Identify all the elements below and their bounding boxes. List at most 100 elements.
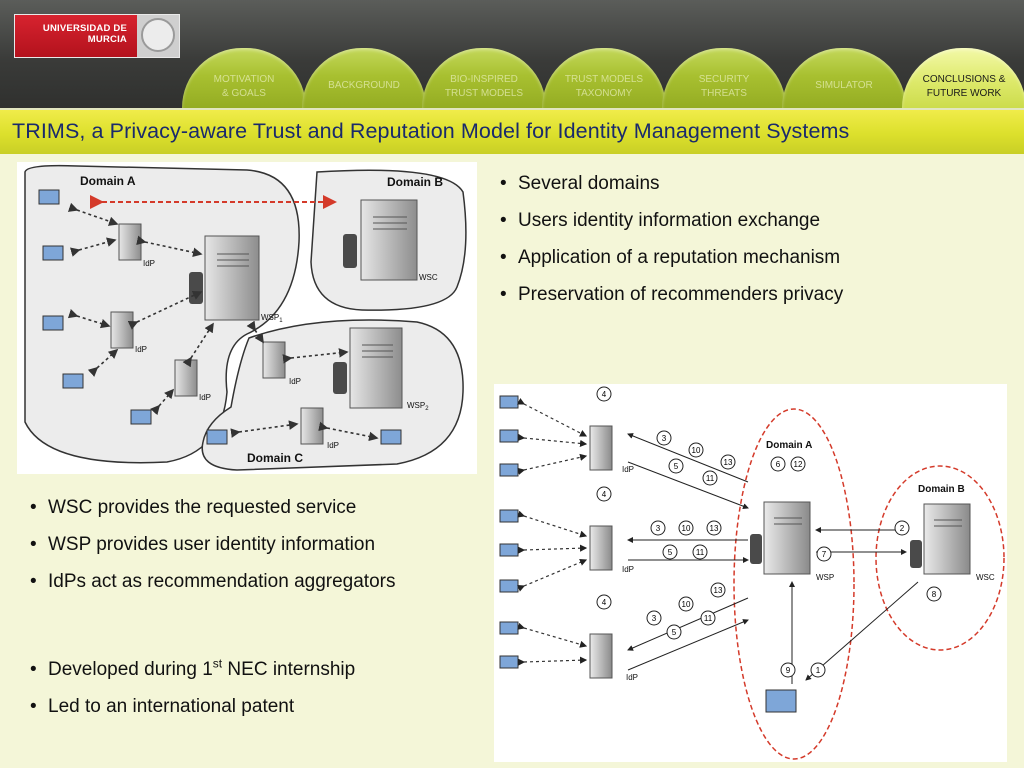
tab-simulator[interactable]: SIMULATOR [782, 48, 906, 110]
step-11-badge: 11 [692, 544, 708, 560]
domain-c-label: Domain C [247, 451, 303, 465]
list-item: Users identity information exchange [500, 202, 843, 239]
tab-label-line1: CONCLUSIONS & [922, 74, 1006, 85]
step-5-badge: 5 [668, 458, 684, 474]
step-4-badge: 4 [596, 594, 612, 610]
title-band: TRIMS, a Privacy-aware Trust and Reputat… [0, 108, 1024, 154]
wsp-label: WSP [816, 573, 834, 582]
tab-label-line2: & GOALS [222, 88, 266, 99]
wsp2-label: WSP2 [407, 401, 429, 412]
svg-text:1: 1 [816, 666, 821, 675]
tab-security-threats[interactable]: SECURITY THREATS [662, 48, 786, 110]
outcomes-list: Developed during 1st NEC internship Led … [30, 651, 355, 725]
step-9-badge: 9 [780, 662, 796, 678]
step-3-badge: 3 [656, 430, 672, 446]
step-10-badge: 10 [678, 596, 694, 612]
internship-text: Developed during 1 [48, 659, 213, 680]
logo-line2: MURCIA [87, 34, 127, 45]
user-laptop-icon [499, 395, 797, 713]
svg-text:13: 13 [724, 458, 733, 467]
svg-text:5: 5 [674, 462, 679, 471]
idp-server-icon [589, 425, 613, 679]
svg-text:3: 3 [656, 524, 661, 533]
svg-text:6: 6 [776, 460, 781, 469]
roles-list: WSC provides the requested service WSP p… [30, 489, 395, 600]
domain-b-label: Domain B [387, 175, 443, 189]
wsc-label: WSC [976, 573, 995, 582]
section-nav: MOTIVATION & GOALS BACKGROUND BIO-INSPIRE… [180, 48, 1024, 110]
tab-conclusions-future-work[interactable]: CONCLUSIONS & FUTURE WORK [902, 48, 1024, 110]
list-item: WSP provides user identity information [30, 526, 395, 563]
link-arrows [67, 202, 379, 442]
logo-line1: UNIVERSIDAD DE [42, 23, 127, 34]
tab-label-line2: TAXONOMY [575, 88, 633, 99]
tab-background[interactable]: BACKGROUND [302, 48, 426, 110]
step-8-badge: 8 [926, 586, 942, 602]
tab-bio-inspired-trust-models[interactable]: BIO-INSPIRED TRUST MODELS [422, 48, 546, 110]
list-item: Led to an international patent [30, 688, 355, 725]
tab-label-line2: THREATS [701, 88, 747, 99]
step-11-badge: 11 [700, 610, 716, 626]
list-item: IdPs act as recommendation aggregators [30, 563, 395, 600]
idp-label: IdP [289, 377, 301, 386]
svg-text:5: 5 [668, 548, 673, 557]
step-1-badge: 1 [810, 662, 826, 678]
tab-label-line2: TRUST MODELS [444, 88, 524, 99]
wsp1-label: WSP1 [261, 313, 283, 324]
idp-label: IdP [626, 673, 638, 682]
list-item: Several domains [500, 165, 843, 202]
svg-text:3: 3 [662, 434, 667, 443]
tab-motivation-goals[interactable]: MOTIVATION & GOALS [182, 48, 306, 110]
svg-text:10: 10 [682, 600, 691, 609]
ordinal-suffix: st [212, 656, 223, 671]
step-3-badge: 3 [646, 610, 662, 626]
step-2-badge: 2 [894, 520, 910, 536]
svg-text:13: 13 [710, 524, 719, 533]
svg-text:3: 3 [652, 614, 657, 623]
wsc-server-icon [910, 503, 971, 575]
step-5-badge: 5 [662, 544, 678, 560]
list-item: Preservation of recommenders privacy [500, 276, 843, 313]
internship-text-suffix: NEC internship [222, 659, 356, 680]
slide-title: TRIMS, a Privacy-aware Trust and Reputat… [12, 119, 850, 143]
svg-text:4: 4 [602, 490, 607, 499]
tab-label-line1: SIMULATOR [815, 80, 873, 91]
svg-text:2: 2 [900, 524, 905, 533]
tab-label-line1: MOTIVATION [213, 74, 275, 85]
svg-text:4: 4 [602, 598, 607, 607]
university-seal-icon [141, 18, 175, 52]
svg-text:4: 4 [602, 390, 607, 399]
idp-label: IdP [199, 393, 211, 402]
svg-text:7: 7 [822, 550, 827, 559]
protocol-flow-diagram: Domain A Domain B WSP WSC IdP IdP IdP [494, 384, 1007, 762]
step-13-badge: 13 [710, 582, 726, 598]
step-10-badge: 10 [678, 520, 694, 536]
svg-text:13: 13 [714, 586, 723, 595]
header-bar: UNIVERSIDAD DE MURCIA MOTIVATION & GOALS … [0, 0, 1024, 110]
svg-text:11: 11 [696, 548, 705, 557]
idp-label: IdP [327, 441, 339, 450]
domain-a-label: Domain A [80, 174, 136, 188]
list-item: WSC provides the requested service [30, 489, 395, 526]
tab-label-line1: SECURITY [698, 74, 750, 85]
message-arrows [627, 433, 919, 684]
list-item: Application of a reputation mechanism [500, 239, 843, 276]
tab-label-line1: BIO-INSPIRED [450, 74, 518, 85]
svg-text:8: 8 [932, 590, 937, 599]
features-list: Several domains Users identity informati… [500, 165, 843, 313]
svg-text:9: 9 [786, 666, 791, 675]
step-7-badge: 7 [816, 546, 832, 562]
domain-a-boundary [733, 408, 855, 760]
protocol-flow-diagram-svg: Domain A Domain B WSP WSC IdP IdP IdP [499, 386, 1005, 760]
idp-label: IdP [135, 345, 147, 354]
svg-text:11: 11 [704, 614, 713, 623]
step-6-badge: 6 [770, 456, 786, 472]
step-5-badge: 5 [666, 624, 682, 640]
tab-label-line2: FUTURE WORK [926, 88, 1002, 99]
domain-b-boundary [875, 465, 1005, 651]
step-3-badge: 3 [650, 520, 666, 536]
step-10-badge: 10 [688, 442, 704, 458]
svg-text:12: 12 [794, 460, 803, 469]
step-badges: 4 3 10 13 5 11 6 12 4 3 10 13 5 11 2 7 8… [596, 386, 942, 678]
